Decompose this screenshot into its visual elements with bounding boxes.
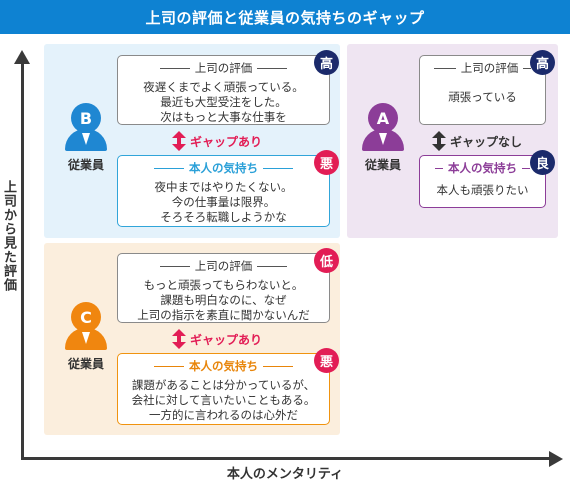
self-feeling-b-heading: 本人の気持ち: [189, 161, 258, 175]
boss-evaluation-b: 上司の評価 夜遅くまでよく頑張っている。 最近も大型受注をした。 次はもっと大事…: [117, 55, 330, 125]
y-axis-arrow-icon: [14, 50, 30, 64]
gap-indicator-c: ギャップあり: [172, 329, 262, 349]
boss-evaluation-a: 上司の評価 頑張っている: [419, 55, 546, 125]
grade-badge-c-self: 悪: [314, 348, 339, 373]
double-arrow-icon: [172, 329, 186, 349]
self-feeling-a: 本人の気持ち 本人も頑張りたい: [419, 155, 546, 208]
self-feeling-b: 本人の気持ち 夜中まではやりたくない。 今の仕事量は限界。 そろそろ転職しようか…: [117, 155, 330, 227]
person-b-letter: B: [71, 103, 101, 133]
gap-label-a: ギャップなし: [450, 134, 523, 149]
self-feeling-c-line: 一方的に言われるのは心外だ: [149, 408, 298, 422]
gap-label-c: ギャップあり: [190, 332, 263, 347]
y-axis-label: 上司から見た評価: [1, 180, 16, 292]
double-arrow-icon: [432, 131, 446, 151]
self-feeling-a-heading: 本人の気持ち: [448, 161, 517, 175]
grade-badge-a-boss: 高: [530, 50, 555, 75]
boss-evaluation-a-line: 頑張っている: [448, 90, 517, 104]
grade-badge-c-boss: 低: [314, 248, 339, 273]
boss-evaluation-c-line: もっと頑張ってもらわないと。: [143, 278, 304, 292]
x-axis-arrow-icon: [549, 451, 563, 467]
self-feeling-b-line: 今の仕事量は限界。: [171, 195, 276, 209]
boss-evaluation-c: 上司の評価 もっと頑張ってもらわないと。 課題も明白なのに、なぜ 上司の指示を素…: [117, 253, 330, 323]
gap-label-b: ギャップあり: [190, 134, 263, 149]
diagram-title: 上司の評価と従業員の気持ちのギャップ: [0, 0, 570, 34]
double-arrow-icon: [172, 131, 186, 151]
person-c-label: 従業員: [67, 357, 104, 371]
boss-evaluation-a-heading: 上司の評価: [460, 61, 519, 75]
self-feeling-c-line: 会社に対して言いたいこともある。: [131, 393, 316, 407]
grade-badge-a-self: 良: [530, 150, 555, 175]
boss-evaluation-c-heading: 上司の評価: [194, 259, 253, 273]
boss-evaluation-c-line: 課題も明白なのに、なぜ: [160, 293, 287, 307]
gap-indicator-a: ギャップなし: [432, 131, 522, 151]
grade-badge-b-self: 悪: [314, 150, 339, 175]
grade-badge-b-boss: 高: [314, 50, 339, 75]
boss-evaluation-b-line: 次はもっと大事な仕事を: [160, 110, 287, 124]
boss-evaluation-b-heading: 上司の評価: [194, 61, 253, 75]
y-axis: [21, 60, 24, 460]
self-feeling-c-line: 課題があることは分かっているが、: [131, 378, 316, 392]
person-b-label: 従業員: [67, 158, 104, 172]
self-feeling-c-heading: 本人の気持ち: [189, 359, 258, 373]
person-c-letter: C: [71, 302, 101, 332]
gap-indicator-b: ギャップあり: [172, 131, 262, 151]
person-a-letter: A: [368, 103, 398, 133]
self-feeling-a-line: 本人も頑張りたい: [436, 183, 529, 197]
x-axis: [21, 457, 551, 460]
self-feeling-c: 本人の気持ち 課題があることは分かっているが、 会社に対して言いたいこともある。…: [117, 353, 330, 425]
boss-evaluation-b-line: 最近も大型受注をした。: [160, 95, 287, 109]
boss-evaluation-c-line: 上司の指示を素直に聞かないんだ: [137, 308, 310, 322]
person-a-icon: A: [362, 103, 404, 151]
person-a-label: 従業員: [364, 158, 401, 172]
boss-evaluation-b-line: 夜遅くまでよく頑張っている。: [143, 80, 304, 94]
self-feeling-b-line: そろそろ転職しようかな: [160, 210, 287, 224]
self-feeling-b-line: 夜中まではやりたくない。: [154, 180, 293, 194]
person-b-icon: B: [65, 103, 107, 151]
person-c-icon: C: [65, 302, 107, 350]
x-axis-label: 本人のメンタリティ: [226, 467, 344, 482]
